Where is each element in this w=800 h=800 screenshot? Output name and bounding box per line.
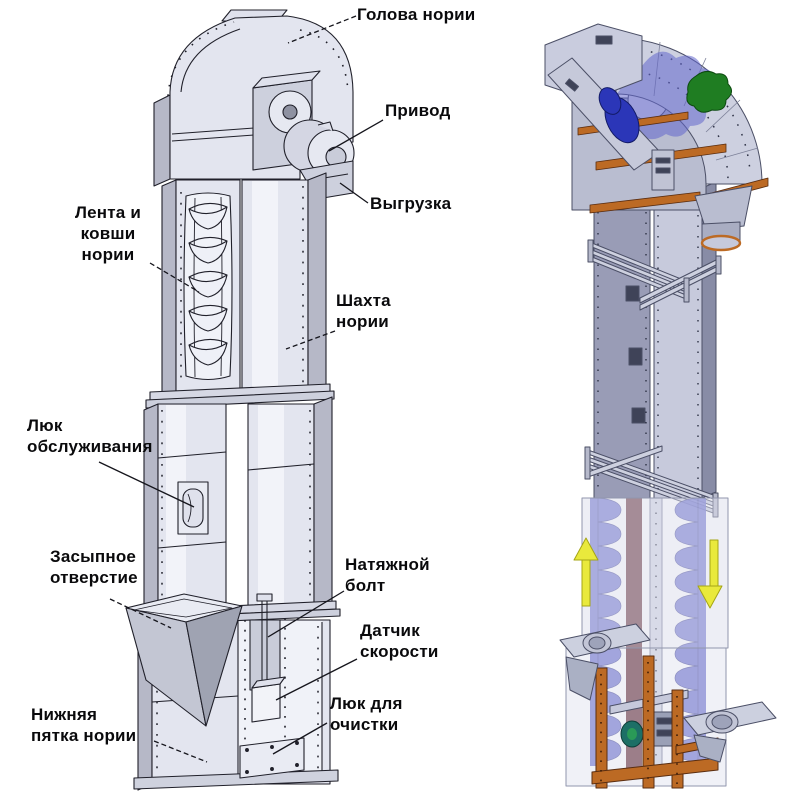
label-shaft: Шахта нории — [336, 291, 391, 331]
label-fill-opening: Засыпное отверстие — [50, 547, 138, 587]
label-belt-buckets: Лента и ковши нории — [74, 203, 141, 264]
leader-discharge — [339, 182, 369, 204]
speed-sensor — [251, 676, 286, 723]
model-boot — [609, 689, 689, 748]
label-head: Голова нории — [357, 5, 476, 24]
leader-head — [287, 15, 357, 44]
label-boot: Нижняя пятка нории — [31, 705, 137, 745]
leader-belt-buckets — [149, 262, 200, 293]
leader-cleaning-hatch — [272, 722, 328, 755]
leader-fill-opening — [109, 598, 172, 629]
model-head — [544, 23, 769, 252]
label-tension-bolt: Натяжной болт — [345, 555, 430, 595]
leader-lines — [98, 15, 384, 763]
leader-service-hatch — [98, 461, 195, 508]
drive-unit — [252, 70, 355, 177]
label-drive: Привод — [385, 101, 451, 120]
service-hatch — [177, 481, 209, 535]
leader-speed-sensor — [275, 658, 358, 701]
label-service-hatch: Люк обслуживания — [27, 416, 153, 456]
drive-motor — [598, 87, 640, 144]
right-inlet-hopper — [683, 701, 777, 763]
flow-arrows — [573, 537, 723, 609]
leader-boot — [153, 740, 208, 763]
left-inlet-hopper — [559, 623, 651, 701]
fill-opening-hopper — [125, 593, 243, 727]
right-elevator-3d-model — [544, 23, 777, 789]
left-elevator-drawing — [98, 9, 384, 791]
label-discharge: Выгрузка — [370, 194, 452, 213]
leader-drive — [328, 119, 384, 152]
elevator-shaft — [143, 172, 335, 619]
up-arrow — [573, 537, 599, 607]
inspection-patch — [686, 70, 732, 113]
cleaning-hatch — [239, 737, 305, 779]
label-speed-sensor: Датчик скорости — [360, 621, 439, 661]
leader-shaft — [285, 330, 336, 350]
belt-and-buckets — [161, 179, 241, 399]
label-cleaning-hatch: Люк для очистки — [330, 694, 403, 734]
discharge-spout — [694, 185, 753, 252]
down-arrow — [697, 539, 723, 609]
translucent-shaft-wall — [581, 497, 729, 649]
leader-tension-bolt — [267, 590, 345, 638]
